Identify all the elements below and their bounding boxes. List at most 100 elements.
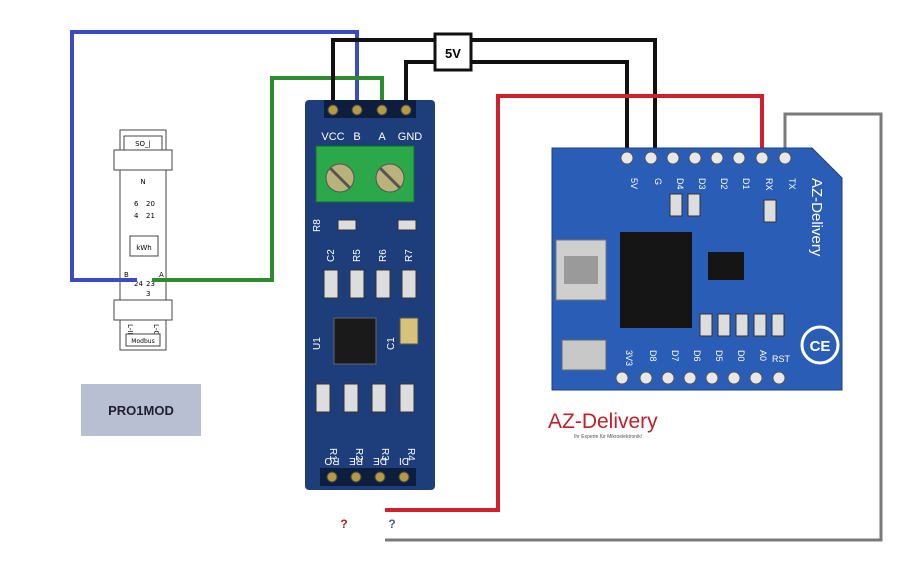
resistor-r1 — [315, 383, 331, 413]
meter-name-label-box: PRO1MOD — [81, 384, 201, 436]
wemos-pin-a0 — [749, 371, 763, 385]
wemos-label-d7: D7 — [670, 350, 680, 362]
smd-resistor-5 — [771, 313, 785, 337]
rs485-label-b: B — [353, 131, 360, 143]
wemos-label-d5: D5 — [714, 350, 724, 362]
smd-resistor-7 — [687, 193, 701, 217]
meter-pulse-box — [123, 135, 163, 151]
wemos-pin-3v3 — [615, 371, 629, 385]
smd-resistor-4 — [753, 313, 767, 337]
rs485-module: VCC B A GND R8 C2 R5 R6 R7 U1 C1 R1 R2 R… — [305, 100, 435, 490]
meter-term-a: A — [159, 271, 164, 279]
meter-lin-label: L-IN — [126, 324, 134, 338]
rs485-label-r7: R7 — [404, 249, 415, 262]
rs485-label-ro: RO — [324, 455, 339, 466]
blue-wire-b — [70, 30, 359, 282]
rs485-label-u1: U1 — [312, 337, 323, 350]
wemos-label-d4: D4 — [675, 178, 685, 190]
rs485-label-r1: R1 — [327, 448, 338, 461]
wemos-brand-label: AZ-Delivery — [808, 178, 825, 257]
screw-slot-right — [378, 166, 402, 190]
smd-resistor-1 — [699, 313, 713, 337]
rs485-pin-b — [351, 104, 363, 116]
wemos-pin-d8 — [639, 371, 653, 385]
power-label: 5V — [445, 46, 461, 61]
wemos-pins-bottom — [615, 371, 786, 385]
wemos-pin-d3 — [688, 151, 702, 165]
rs485-header-bottom — [320, 468, 416, 486]
green-wire-a — [152, 76, 384, 282]
ic-u1 — [333, 317, 377, 365]
wemos-pin-d4 — [666, 151, 680, 165]
meter-term-24: 24 — [134, 280, 143, 288]
rs485-label-r8: R8 — [312, 219, 323, 232]
rs485-label-gnd: GND — [398, 131, 423, 143]
rs485-pin-a — [376, 104, 388, 116]
wemos-label-d8: D8 — [648, 350, 658, 362]
meter-term-b: B — [124, 271, 129, 279]
ce-mark-icon — [800, 325, 840, 365]
rs485-pin-ro — [326, 471, 338, 483]
meter-modbus-label: Modbus — [131, 338, 154, 345]
ce-mark-label: CE — [810, 338, 831, 355]
wemos-label-d0: D0 — [736, 350, 746, 362]
wemos-d1-mini: 5V G D4 D3 D2 D1 RX TX AZ-Delivery CE 3V… — [551, 147, 843, 391]
led-d1 — [397, 219, 417, 231]
rs485-label-r2: R2 — [353, 448, 364, 461]
wemos-pin-tx — [778, 151, 792, 165]
rs485-label-r4: R4 — [405, 448, 416, 461]
ch340-chip — [620, 232, 692, 328]
rs485-pin-de — [374, 471, 386, 483]
rs485-pin-gnd — [400, 104, 412, 116]
smd-resistor-8 — [763, 199, 777, 223]
rs485-label-di: DI — [399, 455, 409, 466]
meter-bottom-terminal-block — [113, 299, 173, 321]
rs485-label-r5: R5 — [352, 249, 363, 262]
meter-term-6: 6 — [134, 200, 139, 208]
wemos-label-g: G — [653, 178, 663, 185]
rs485-label-c2: C2 — [326, 249, 337, 262]
black-wire-g — [470, 38, 657, 157]
meter-display-box — [129, 235, 159, 257]
wemos-pin-d2 — [710, 151, 724, 165]
energy-meter-schematic: SO_| N 6 20 4 21 kWh B A 24 23 3 L-IN L-… — [113, 129, 173, 351]
unknown-mark-di: ? — [388, 517, 395, 531]
rs485-label-de: DE — [373, 455, 387, 466]
meter-term-4: 4 — [134, 212, 139, 220]
resistor-r4 — [399, 383, 415, 413]
rs485-label-r6: R6 — [378, 249, 389, 262]
meter-name-label: PRO1MOD — [108, 402, 174, 418]
resistor-r3 — [371, 383, 387, 413]
rs485-label-a: A — [378, 131, 386, 143]
wemos-label-d1: D1 — [741, 178, 751, 190]
meter-term-23: 23 — [146, 280, 155, 288]
smd-resistor-2 — [717, 313, 731, 337]
capacitor-c1 — [399, 317, 419, 345]
resistor-r2 — [343, 383, 359, 413]
resistor-r6 — [375, 269, 391, 299]
red-wire-rx — [385, 94, 764, 512]
unknown-mark-ro: ? — [340, 517, 347, 531]
rs485-header-strip — [324, 100, 416, 118]
wemos-label-d6: D6 — [692, 350, 702, 362]
wemos-label-a0: A0 — [758, 350, 768, 361]
wemos-pin-d7 — [661, 371, 675, 385]
wemos-label-rx: RX — [764, 178, 774, 191]
wemos-label-rst: RST — [772, 354, 791, 364]
black-wire-vcc — [331, 38, 437, 105]
wemos-pins-top — [620, 151, 792, 165]
rs485-label-c1: C1 — [386, 337, 397, 350]
meter-n-label: N — [140, 178, 145, 186]
wemos-pin-d6 — [683, 371, 697, 385]
meter-term-3: 3 — [146, 290, 150, 298]
rs485-label-re: RE — [349, 455, 363, 466]
smd-resistor-6 — [669, 193, 683, 217]
meter-term-20: 20 — [146, 200, 155, 208]
wemos-pin-d5 — [705, 371, 719, 385]
rs485-pin-vcc — [327, 104, 339, 116]
wemos-label-3v3: 3V3 — [624, 350, 634, 366]
wemos-label-d2: D2 — [719, 178, 729, 190]
wemos-pin-rst — [772, 371, 786, 385]
resistor-r8 — [337, 219, 357, 231]
